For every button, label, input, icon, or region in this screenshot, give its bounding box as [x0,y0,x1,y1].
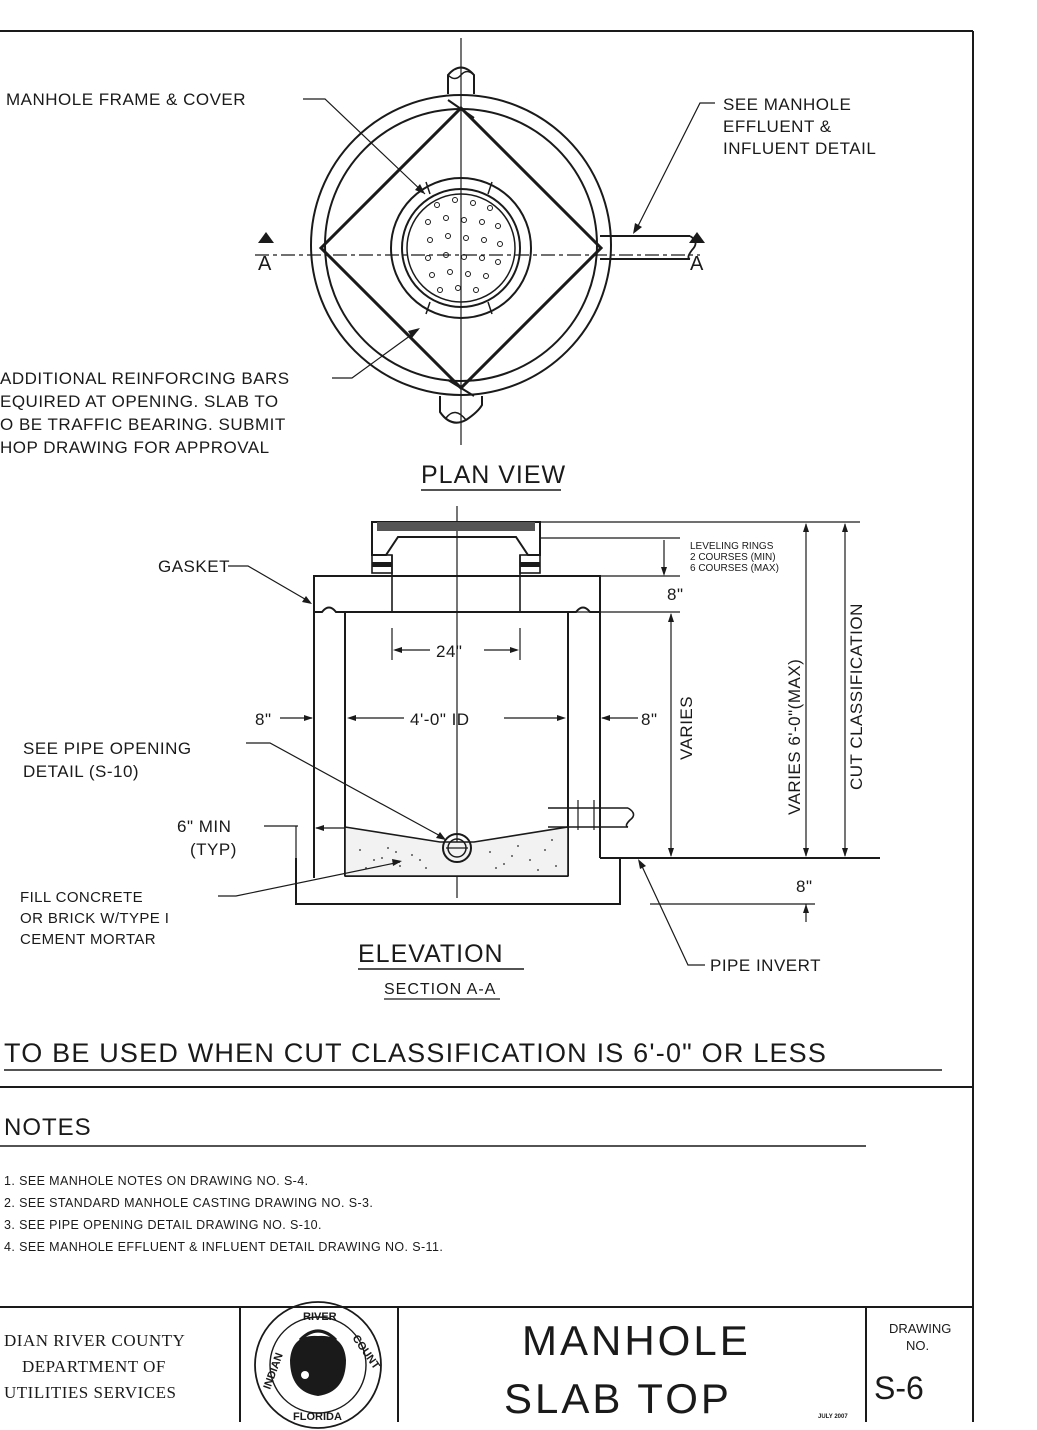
leveling-line-1: LEVELING RINGS [690,541,774,552]
varies-label: VARIES [677,696,696,760]
note-item-2: 2. SEE STANDARD MANHOLE CASTING DRAWING … [4,1196,373,1210]
fill-stipple [359,839,557,871]
dim-id-label: 4'-0" ID [410,710,470,729]
fill-note-line-1: FILL CONCRETE [20,889,143,906]
dim-left-wall-label: 8" [255,710,272,729]
dim-top-label: 8" [667,585,684,604]
fill-note-line-3: CEMENT MORTAR [20,931,156,948]
plan-view-title: PLAN VIEW [421,461,566,489]
drawing-date: JULY 2007 [818,1414,848,1420]
leveling-line-3: 6 COURSES (MAX) [690,563,779,574]
dim-right-wall-label: 8" [641,710,658,729]
seal-text-bottom: FLORIDA [293,1411,342,1423]
effluent-note-line-1: SEE MANHOLE [723,95,851,114]
pipe-opening-line-2: DETAIL (S-10) [23,762,139,781]
section-mark-right: A [690,253,704,275]
drawing-no-label-2: NO. [906,1338,929,1353]
reinforce-note-line-1: ADDITIONAL REINFORCING BARS [0,369,290,388]
section-mark-left: A [258,253,272,275]
drawing-number: S-6 [874,1370,924,1406]
usage-banner: TO BE USED WHEN CUT CLASSIFICATION IS 6'… [4,1038,942,1071]
elevation-subtitle: SECTION A-A [384,981,496,998]
varies-max-label: VARIES 6'-0"(MAX) [785,659,804,815]
section-marker-right: A [689,232,705,275]
seal-text-top: RIVER [303,1311,337,1323]
reinforce-note-line-4: HOP DRAWING FOR APPROVAL [0,438,270,457]
effluent-note-line-3: INFLUENT DETAIL [723,139,876,158]
note-item-3: 3. SEE PIPE OPENING DETAIL DRAWING NO. S… [4,1218,322,1232]
note-item-4: 4. SEE MANHOLE EFFLUENT & INFLUENT DETAI… [4,1240,443,1254]
drawing-title-line-1: MANHOLE [522,1317,751,1364]
pipe-invert-label: PIPE INVERT [710,956,821,975]
sheet-border [0,30,974,1422]
cover-pattern [425,197,503,293]
county-seal: RIVER COUNT FLORIDA INDIAN [254,1301,382,1429]
leveling-line-2: 2 COURSES (MIN) [690,552,776,563]
fill-note-line-2: OR BRICK W/TYPE I [20,910,169,927]
seal-text-left: INDIAN [262,1351,286,1391]
elevation-title: ELEVATION [358,940,504,968]
notes-heading: NOTES [4,1114,92,1141]
dim-bottom-label: 8" [796,877,813,896]
note-item-1: 1. SEE MANHOLE NOTES ON DRAWING NO. S-4. [4,1174,308,1188]
dim-24-label: 24" [436,642,462,661]
usage-banner-text: TO BE USED WHEN CUT CLASSIFICATION IS 6'… [4,1038,827,1068]
min-note-line-1: 6" MIN [177,817,231,836]
title-block: DIAN RIVER COUNTY DEPARTMENT OF UTILITIE… [4,1301,951,1429]
pipe-opening-line-1: SEE PIPE OPENING [23,739,192,758]
section-marker-left: A [258,232,274,275]
notes-section: NOTES 1. SEE MANHOLE NOTES ON DRAWING NO… [0,1114,866,1254]
org-line-2: DEPARTMENT OF [22,1357,166,1376]
gasket-label: GASKET [158,557,230,576]
drawing-title-line-2: SLAB TOP [504,1375,732,1422]
elevation-view: 24" 4'-0" ID 8" 8" LEVELING RINGS 2 COUR… [20,506,880,1000]
reinforce-note-line-3: O BE TRAFFIC BEARING. SUBMIT [0,415,286,434]
effluent-note-line-2: EFFLUENT & [723,117,832,136]
frame-cover-label: MANHOLE FRAME & COVER [6,90,246,109]
org-line-3: UTILITIES SERVICES [4,1383,176,1402]
cut-classification-label: CUT CLASSIFICATION [847,603,866,790]
reinforce-note-line-2: EQUIRED AT OPENING. SLAB TO [0,392,279,411]
plan-view: A A MANHOLE FRAME & COVER SEE MANHOLE EF… [0,38,876,491]
org-line-1: DIAN RIVER COUNTY [4,1331,185,1350]
min-note-line-2: (TYP) [190,840,237,859]
drawing-no-label-1: DRAWING [889,1321,951,1336]
